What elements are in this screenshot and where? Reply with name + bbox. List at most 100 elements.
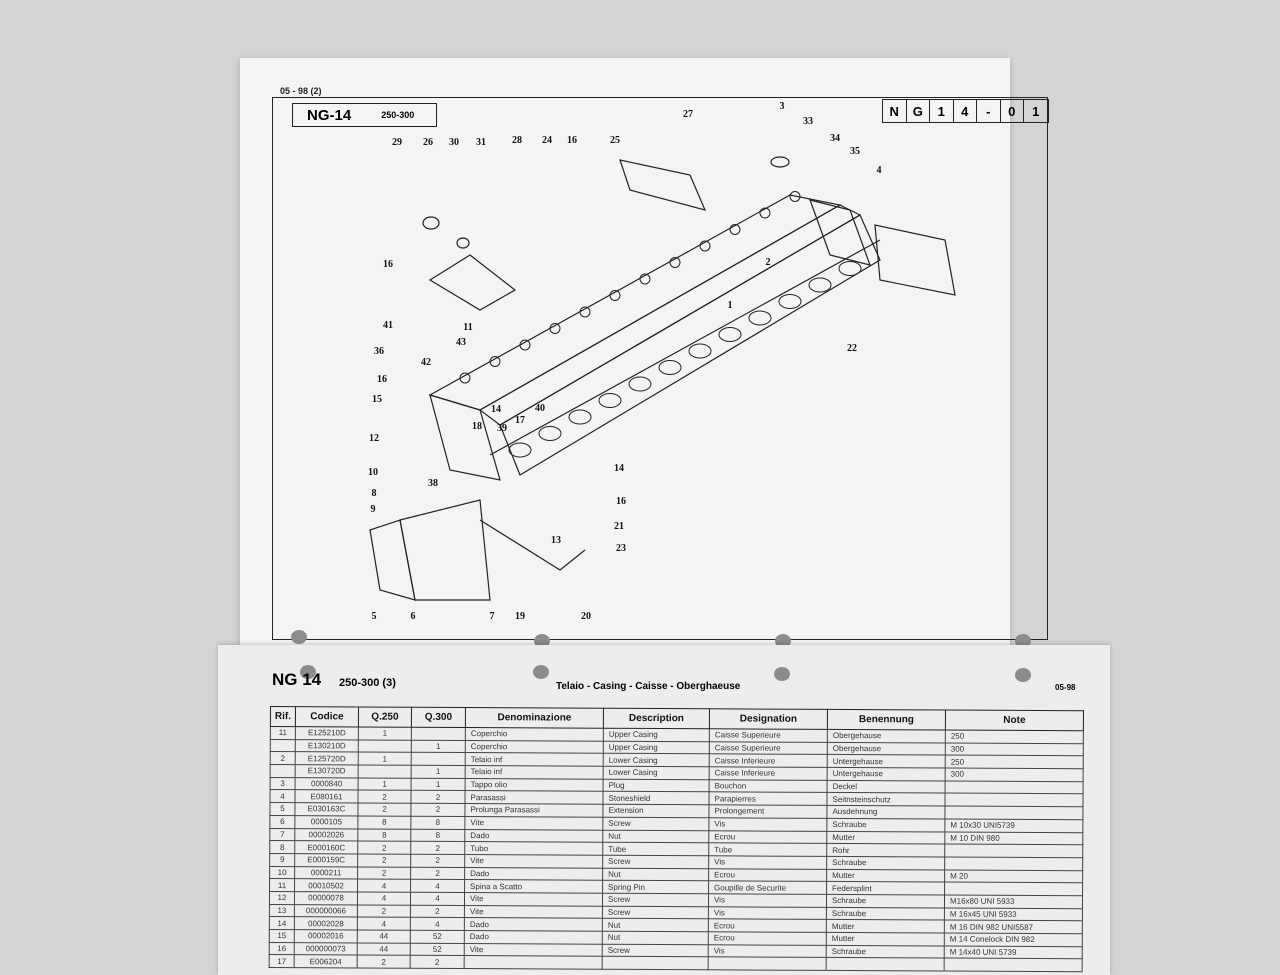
callout-number: 21 bbox=[614, 521, 624, 532]
bearing-hole bbox=[658, 360, 682, 375]
callout-number: 27 bbox=[683, 109, 693, 120]
column-header: Description bbox=[603, 708, 710, 729]
code-cell: 4 bbox=[954, 100, 977, 122]
table-cell: 6 bbox=[269, 815, 295, 829]
column-header: Q.250 bbox=[358, 706, 412, 728]
callout-number: 14 bbox=[491, 404, 501, 415]
table-cell: 2 bbox=[357, 955, 411, 969]
mounting-hole bbox=[519, 339, 531, 351]
callout-number: 42 bbox=[421, 357, 431, 368]
callout-number: 20 bbox=[581, 611, 591, 622]
table-cell bbox=[358, 739, 412, 753]
table-cell: 2 bbox=[410, 841, 465, 855]
callout-number: 1 bbox=[728, 300, 733, 311]
callout-number: 43 bbox=[456, 337, 466, 348]
model-box: NG-14 250-300 bbox=[292, 103, 437, 127]
callout-number: 19 bbox=[515, 611, 525, 622]
table-cell: 0000840 bbox=[295, 777, 359, 791]
table-cell: M 14 Conelock DIN 982 bbox=[944, 933, 1083, 947]
callout-number: 11 bbox=[463, 322, 472, 333]
table-cell: 2 bbox=[357, 841, 411, 855]
table-cell: Vite bbox=[464, 905, 603, 919]
table-cell: Vite bbox=[464, 943, 603, 957]
callout-number: 10 bbox=[368, 467, 378, 478]
code-cell: N bbox=[883, 100, 907, 122]
mounting-hole bbox=[549, 323, 561, 334]
table-cell: Mutter bbox=[826, 919, 945, 934]
table-cell: Schraube bbox=[826, 945, 945, 959]
bearing-hole bbox=[748, 310, 772, 326]
table-cell: 2 bbox=[357, 904, 411, 918]
lower-casing bbox=[499, 214, 881, 476]
table-cell: 2 bbox=[410, 955, 465, 969]
table-cell bbox=[358, 765, 412, 778]
binder-hole bbox=[774, 667, 790, 681]
table-cell: Screw bbox=[602, 817, 709, 831]
bottom-page bbox=[218, 645, 1110, 975]
table-cell bbox=[270, 739, 296, 753]
table-cell: E130210D bbox=[295, 739, 359, 753]
table-cell: 4 bbox=[357, 879, 411, 893]
mounting-hole bbox=[789, 191, 801, 202]
table-cell: E000159C bbox=[294, 853, 358, 867]
table-cell: Ecrou bbox=[708, 830, 827, 844]
callout-number: 31 bbox=[476, 137, 486, 148]
table-cell: E080161 bbox=[294, 790, 359, 804]
table-cell: 2 bbox=[270, 751, 296, 765]
bearing-hole bbox=[718, 327, 742, 342]
code-cell: G bbox=[907, 100, 930, 122]
binder-hole bbox=[1015, 668, 1031, 682]
bearing-hole bbox=[778, 294, 802, 309]
table-cell: 0000105 bbox=[294, 815, 358, 829]
table-cell: 4 bbox=[410, 892, 465, 906]
callout-number: 24 bbox=[542, 135, 552, 146]
callout-number: 34 bbox=[830, 133, 840, 144]
callout-number: 3 bbox=[780, 101, 785, 112]
callout-number: 35 bbox=[850, 146, 860, 157]
table-cell: Rohr bbox=[826, 843, 945, 857]
bearing-hole bbox=[628, 376, 652, 392]
table-cell: Vis bbox=[708, 855, 827, 869]
table-cell bbox=[411, 752, 466, 766]
table-cell: 000000073 bbox=[294, 942, 358, 956]
table-cell: 1 bbox=[411, 777, 466, 791]
callout-number: 16 bbox=[616, 496, 626, 507]
table-cell: 8 bbox=[357, 815, 411, 829]
mounting-hole bbox=[729, 224, 741, 235]
column-header: Codice bbox=[295, 706, 359, 727]
table-cell: 1 bbox=[411, 739, 466, 753]
column-header: Benennung bbox=[827, 709, 946, 731]
table-cell: 00002026 bbox=[294, 828, 358, 842]
callout-number: 26 bbox=[423, 137, 433, 148]
drawing-frame bbox=[272, 97, 1048, 640]
table-cell: 16 bbox=[269, 942, 295, 956]
callout-number: 25 bbox=[610, 135, 620, 146]
table-cell: 2 bbox=[357, 803, 411, 817]
table-cell: 9 bbox=[269, 853, 295, 867]
callout-number: 14 bbox=[614, 463, 624, 474]
column-header: Note bbox=[945, 710, 1084, 731]
table-cell: Stoneshield bbox=[602, 791, 710, 805]
table-cell: Screw bbox=[602, 905, 709, 920]
table-cell: 4 bbox=[357, 891, 411, 905]
table-cell: Obergehause bbox=[827, 729, 946, 743]
callout-number: 7 bbox=[490, 611, 495, 622]
table-cell: E030163C bbox=[294, 802, 358, 816]
table-cell: 2 bbox=[357, 866, 411, 880]
callout-number: 6 bbox=[411, 611, 416, 622]
callout-number: 18 bbox=[472, 421, 482, 432]
table-cell: 4 bbox=[269, 789, 296, 803]
parts-list-date: 05-98 bbox=[1055, 683, 1076, 692]
column-header: Rif. bbox=[270, 706, 296, 727]
table-cell: Vis bbox=[708, 893, 827, 908]
callout-number: 17 bbox=[515, 415, 525, 426]
table-cell: 12 bbox=[269, 891, 295, 905]
table-cell: Mutter bbox=[826, 830, 945, 845]
table-cell: 14 bbox=[269, 916, 295, 930]
table-cell: 00000078 bbox=[294, 891, 358, 905]
column-header: Denominazione bbox=[465, 707, 604, 729]
table-cell: Caisse Inferieure bbox=[709, 766, 828, 781]
table-cell: M 14x40 UNI 5739 bbox=[944, 945, 1083, 960]
range-label: 250-300 bbox=[381, 110, 415, 120]
